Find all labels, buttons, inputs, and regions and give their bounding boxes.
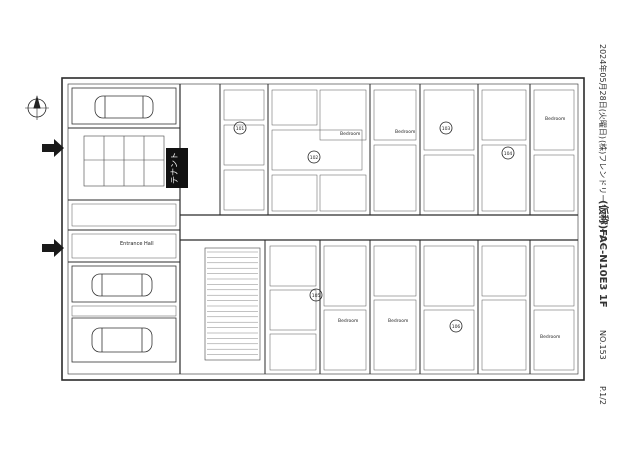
entrance-arrow-icon-2	[42, 239, 64, 257]
sheet-page-count: P.1/2	[598, 386, 607, 405]
unit-number: 105	[312, 293, 321, 299]
tenant-label: テナント	[170, 152, 179, 184]
interior-detail-lines	[71, 89, 575, 371]
room-outline	[423, 154, 475, 212]
room-outline	[481, 245, 527, 297]
room-outline	[373, 245, 417, 297]
room-outline	[323, 245, 367, 307]
room-outline	[269, 245, 317, 287]
bedroom-label-4: Bedroom	[338, 318, 358, 324]
room-outline	[271, 129, 363, 171]
room-outline	[533, 245, 575, 307]
room-outline	[533, 89, 575, 151]
sheet-title: (仮称)FAC-N10E3 1F	[597, 200, 610, 308]
parking-area-top	[71, 87, 177, 125]
room-outline	[71, 305, 177, 317]
room-outline	[271, 89, 318, 126]
room-outline	[271, 174, 318, 212]
room-outline	[323, 309, 367, 371]
bedroom-label-6: Bedroom	[540, 334, 560, 340]
unit-number: 102	[310, 155, 319, 161]
sheet-page-no: NO.153	[598, 330, 607, 360]
room-outline	[223, 89, 265, 121]
bedroom-label: Bedroom	[340, 131, 360, 137]
plan-frame	[61, 77, 585, 381]
sheet-date: 2024年05月28日(火曜日)	[598, 44, 608, 139]
room-outline	[481, 144, 527, 212]
parking-area-bottom	[71, 265, 177, 363]
room-labels: Entrance Hall Bedroom Bedroom Bedroom Be…	[120, 116, 565, 340]
room-outline	[71, 233, 177, 259]
room-outline	[223, 124, 265, 166]
room-outline	[269, 289, 317, 331]
room-outline	[71, 203, 177, 227]
room-outline	[373, 89, 417, 141]
room-outline	[533, 309, 575, 371]
room-outline	[423, 89, 475, 151]
room-outline	[223, 169, 265, 211]
room-outline	[269, 333, 317, 371]
bedroom-label-3: Bedroom	[545, 116, 565, 122]
bedroom-label-2: Bedroom	[395, 129, 415, 135]
room-outline	[319, 89, 367, 141]
staircase	[204, 247, 261, 361]
room-outline	[423, 309, 475, 371]
room-outline	[423, 245, 475, 307]
room-outline	[373, 299, 417, 371]
room-outline	[533, 154, 575, 212]
tenant-label-block: テナント	[166, 148, 188, 188]
bedroom-label-5: Bedroom	[388, 318, 408, 324]
sheet-company: (株)フレンドリー・アイ・ジー	[598, 140, 608, 250]
unit-number: 101	[236, 126, 245, 132]
stair-treads	[207, 251, 258, 355]
sheet-info: 2024年05月28日(火曜日) (株)フレンドリー・アイ・ジー (仮称)FAC…	[597, 44, 610, 405]
room-outline	[373, 144, 417, 212]
unit-number: 106	[452, 324, 461, 330]
north-compass-icon	[25, 95, 49, 120]
room-outline	[481, 299, 527, 371]
entrance-hall-label: Entrance Hall	[120, 241, 154, 247]
tenant-room	[83, 135, 165, 187]
unit-markers	[233, 121, 515, 333]
room-outline	[481, 89, 527, 141]
room-outline	[319, 174, 367, 212]
unit-number: 104	[504, 151, 513, 157]
entrance-arrow-icon	[42, 139, 64, 157]
unit-number: 103	[442, 126, 451, 132]
